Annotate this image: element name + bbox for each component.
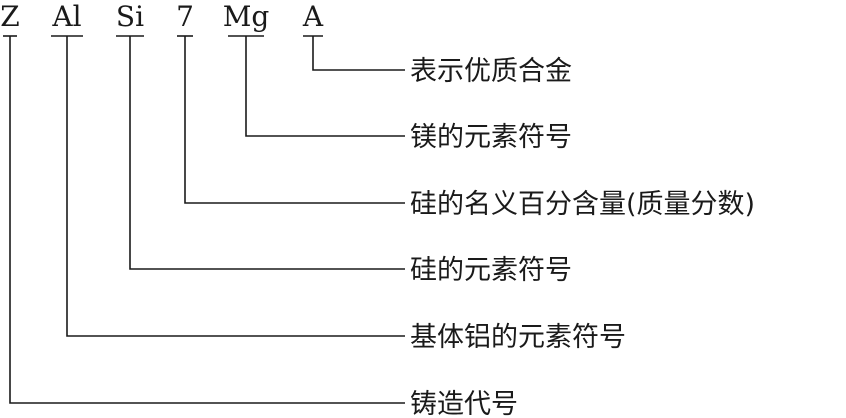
code-mg: Mg — [223, 0, 270, 33]
label-premium-alloy: 表示优质合金 — [410, 56, 572, 87]
leader-si — [129, 36, 405, 270]
code-7: 7 — [176, 0, 194, 33]
label-silicon-content: 硅的名义百分含量(质量分数) — [410, 189, 755, 220]
code-si: Si — [116, 0, 144, 33]
code-z: Z — [0, 0, 19, 33]
label-aluminum-base: 基体铝的元素符号 — [410, 322, 626, 353]
leader-al — [66, 36, 405, 337]
code-a: A — [302, 0, 324, 33]
label-casting-code: 铸造代号 — [410, 389, 518, 418]
leader-mg — [245, 36, 405, 137]
label-magnesium-symbol: 镁的元素符号 — [410, 122, 572, 153]
leader-a — [312, 36, 405, 71]
leader-7 — [184, 36, 405, 204]
leader-z — [9, 36, 405, 404]
code-al: Al — [51, 0, 81, 33]
label-silicon-symbol: 硅的元素符号 — [410, 255, 572, 286]
